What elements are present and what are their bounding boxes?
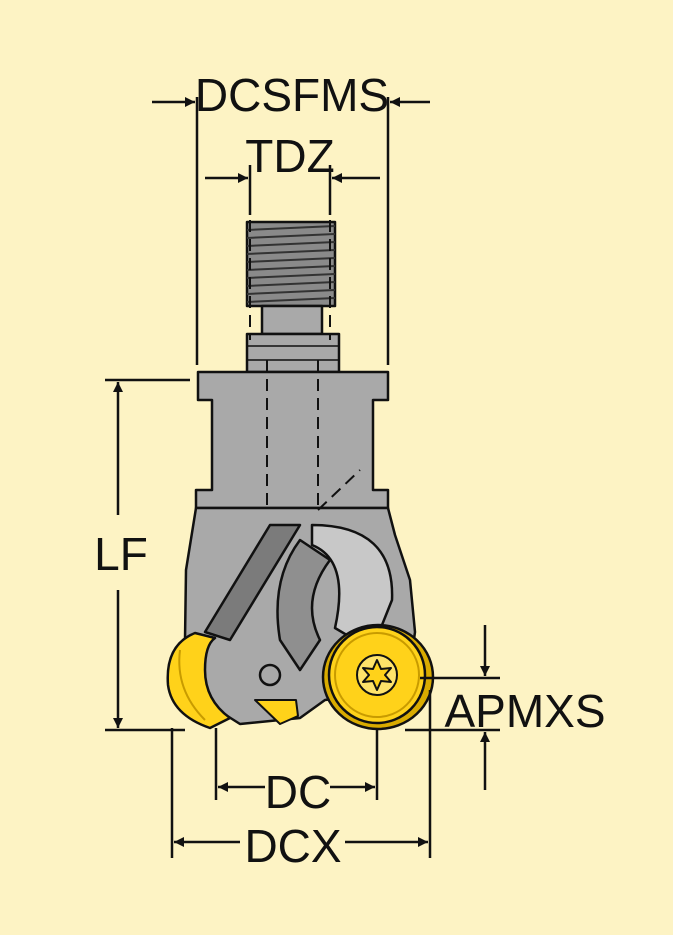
threaded-shank <box>245 220 337 308</box>
torx-screw-icon <box>356 654 398 696</box>
shank-neck <box>245 304 341 374</box>
lf-label: LF <box>94 528 148 580</box>
hidden-lines <box>249 220 361 511</box>
dcx-label: DCX <box>244 820 341 872</box>
left-insert <box>166 631 232 730</box>
right-insert <box>321 623 435 731</box>
tdz-label: TDZ <box>245 130 334 182</box>
cutter-tool <box>166 220 435 731</box>
dimension-lines <box>105 97 500 858</box>
dimension-labels: DCSFMS TDZ LF APMXS DC DCX <box>94 69 605 872</box>
dc-label: DC <box>265 766 331 818</box>
apmxs-label: APMXS <box>444 685 605 737</box>
tool-body <box>194 370 390 510</box>
dcsfms-label: DCSFMS <box>195 69 389 121</box>
